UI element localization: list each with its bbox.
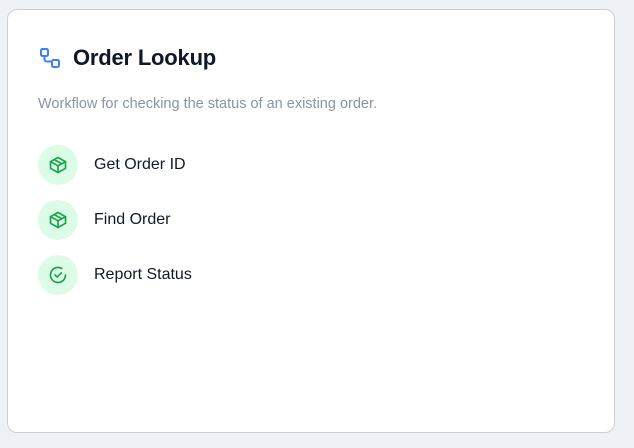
step-item-get-order-id[interactable]: Get Order ID [38,145,192,185]
card-header: Order Lookup [38,45,216,71]
step-label: Find Order [94,211,171,228]
package-icon [38,200,78,240]
card-title: Order Lookup [73,45,217,70]
step-list: Get Order ID Find Order Report Statu [38,145,192,310]
step-label: Report Status [94,266,192,283]
workflow-icon [38,46,62,70]
card-description: Workflow for checking the status of an e… [38,96,378,112]
step-label: Get Order ID [94,156,186,173]
workflow-card: Order Lookup Workflow for checking the s… [7,9,615,433]
check-circle-icon [38,255,78,295]
step-item-find-order[interactable]: Find Order [38,200,192,240]
step-item-report-status[interactable]: Report Status [38,255,192,295]
package-icon [38,145,78,185]
